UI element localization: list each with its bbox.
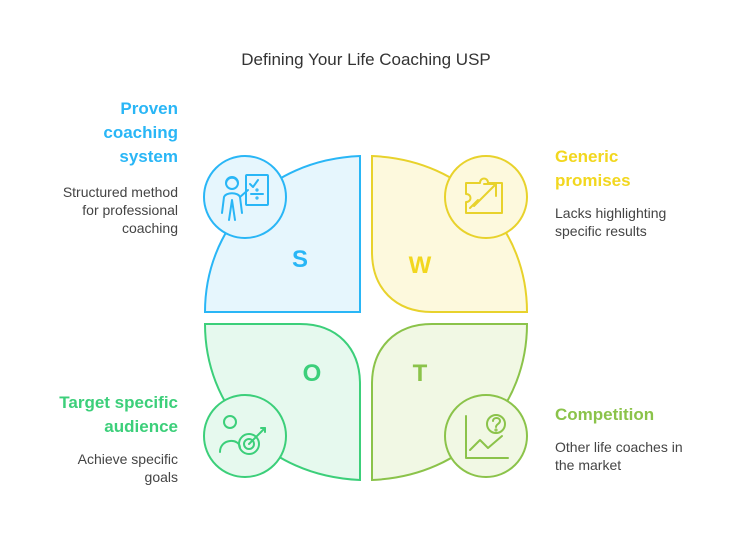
w-description: Lacks highlighting specific results [555,205,667,239]
o-description: Achieve specific goals [77,451,178,485]
person-target-icon [203,394,287,478]
letter-o: O [303,360,322,387]
s-heading: Proven coaching system [103,99,178,166]
puzzle-arrow-icon [444,155,528,239]
quadrant-o [203,323,361,482]
t-heading: Competition [555,405,655,424]
teacher-board-icon [203,155,287,239]
diagram-title: Defining Your Life Coaching USP [241,50,491,69]
chart-question-icon [444,394,528,478]
quadrant-t [371,323,529,482]
o-heading: Target specific audience [59,393,178,436]
letter-w: W [409,252,432,279]
letter-t: T [413,360,428,387]
quadrant-w [371,154,529,313]
letter-s: S [292,246,308,273]
s-description: Structured method for professional coach… [62,184,178,236]
w-heading: Generic promises [555,147,631,190]
t-description: Other life coaches in the market [555,439,683,473]
